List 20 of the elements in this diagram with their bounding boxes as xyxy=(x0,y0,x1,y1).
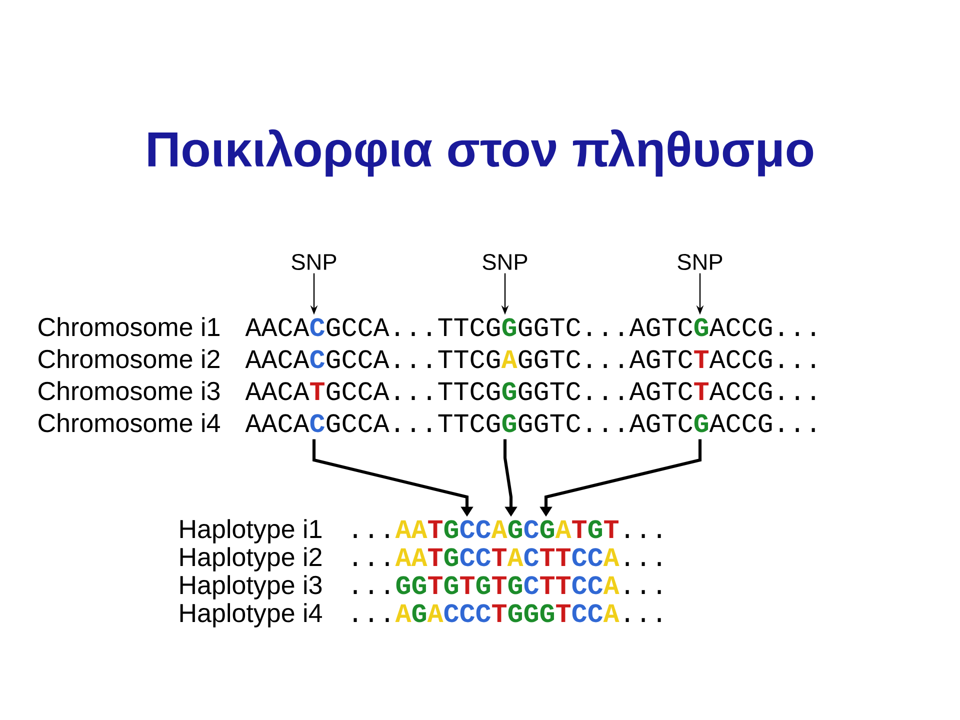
dna-sequence: AACATGCCA...TTCGGGGTC...AGTCTACCG... xyxy=(245,382,815,400)
slide-title: Ποικιλορφια στον πληθυσμο xyxy=(148,129,814,177)
dna-sequence: ...AATGCCAGCGATGT... xyxy=(354,520,661,538)
chromosome-label: Chromosome i2 xyxy=(38,349,220,368)
haplotype-label: Haplotype i3 xyxy=(180,575,322,600)
dna-sequence: ...AGACCCTGGGTCCA... xyxy=(354,604,661,622)
dna-sequence: AACACGCCA...TTCGAGGTC...AGTCTACCG... xyxy=(245,350,815,368)
dna-sequence: ...GGTGTGTGCTTCCA... xyxy=(354,576,661,594)
snp-label: SNP xyxy=(292,254,336,270)
dna-sequence: AACACGCCA...TTCGGGGTC...AGTCGACCG... xyxy=(245,318,815,336)
haplotype-label: Haplotype i4 xyxy=(180,603,322,628)
haplotype-label: Haplotype i2 xyxy=(180,547,322,572)
chromosome-label: Chromosome i1 xyxy=(38,317,220,336)
snp-label: SNP xyxy=(482,254,528,270)
haplotype-label: Haplotype i1 xyxy=(180,519,322,544)
dna-sequence: AACACGCCA...TTCGGGGTC...AGTCGACCG... xyxy=(245,414,815,432)
chromosome-label: Chromosome i3 xyxy=(38,381,220,400)
dna-sequence: ...AATGCCTACTTCCA... xyxy=(354,548,661,566)
chromosome-label: Chromosome i4 xyxy=(38,413,220,432)
snp-label: SNP xyxy=(678,254,722,270)
